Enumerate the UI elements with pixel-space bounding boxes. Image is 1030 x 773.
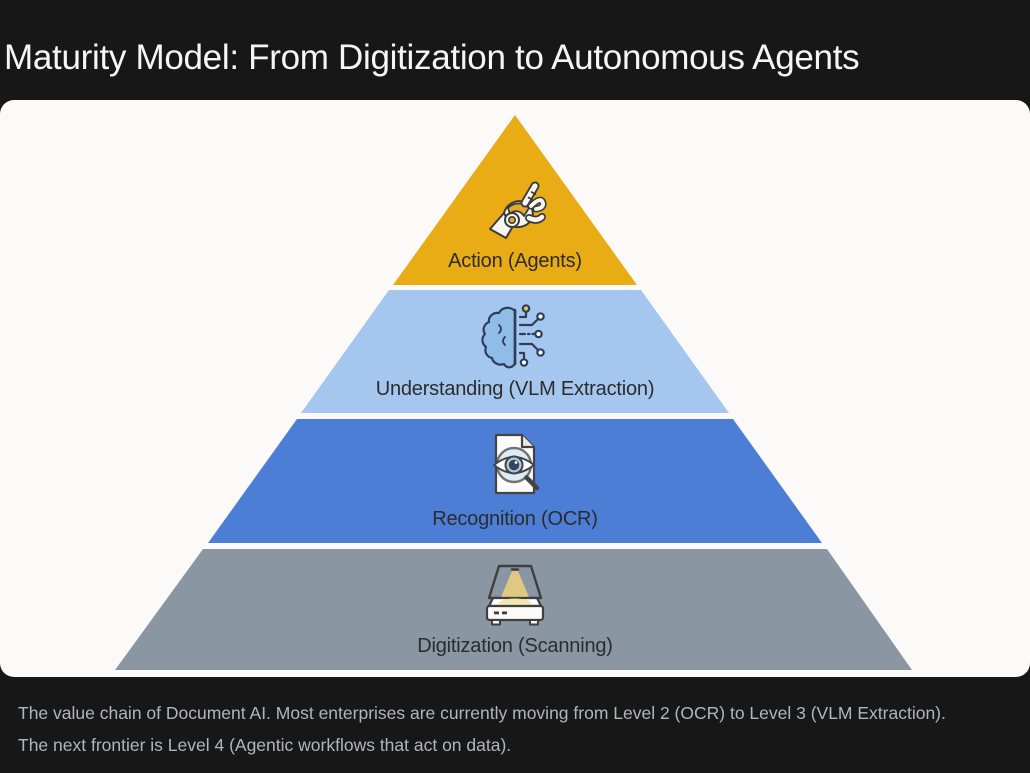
pyramid-level-label: Recognition (OCR)	[432, 508, 598, 530]
pyramid-level-label: Action (Agents)	[448, 250, 582, 272]
pyramid-level-digitization: Digitization (Scanning)	[115, 549, 912, 670]
pyramid-level-action: Action (Agents)	[393, 115, 637, 285]
maturity-pyramid: Action (Agents)	[115, 115, 915, 670]
brain-circuit-icon	[481, 304, 545, 369]
robot-hand-icon	[489, 181, 547, 239]
content-panel: Action (Agents)	[0, 100, 1030, 677]
scanner-icon	[485, 564, 545, 626]
pyramid-level-label: Understanding (VLM Extraction)	[375, 378, 655, 400]
caption-line-2: The next frontier is Level 4 (Agentic wo…	[18, 735, 512, 755]
pyramid-level-understanding: Understanding (VLM Extraction)	[301, 290, 729, 413]
pyramid-level-label: Digitization (Scanning)	[417, 635, 613, 657]
page-title: Maturity Model: From Digitization to Aut…	[4, 38, 860, 77]
document-eye-icon	[493, 433, 540, 495]
slide-caption: The value chain of Document AI. Most ent…	[18, 697, 1018, 761]
caption-line-1: The value chain of Document AI. Most ent…	[18, 703, 946, 723]
pyramid-level-recognition: Recognition (OCR)	[208, 419, 822, 543]
